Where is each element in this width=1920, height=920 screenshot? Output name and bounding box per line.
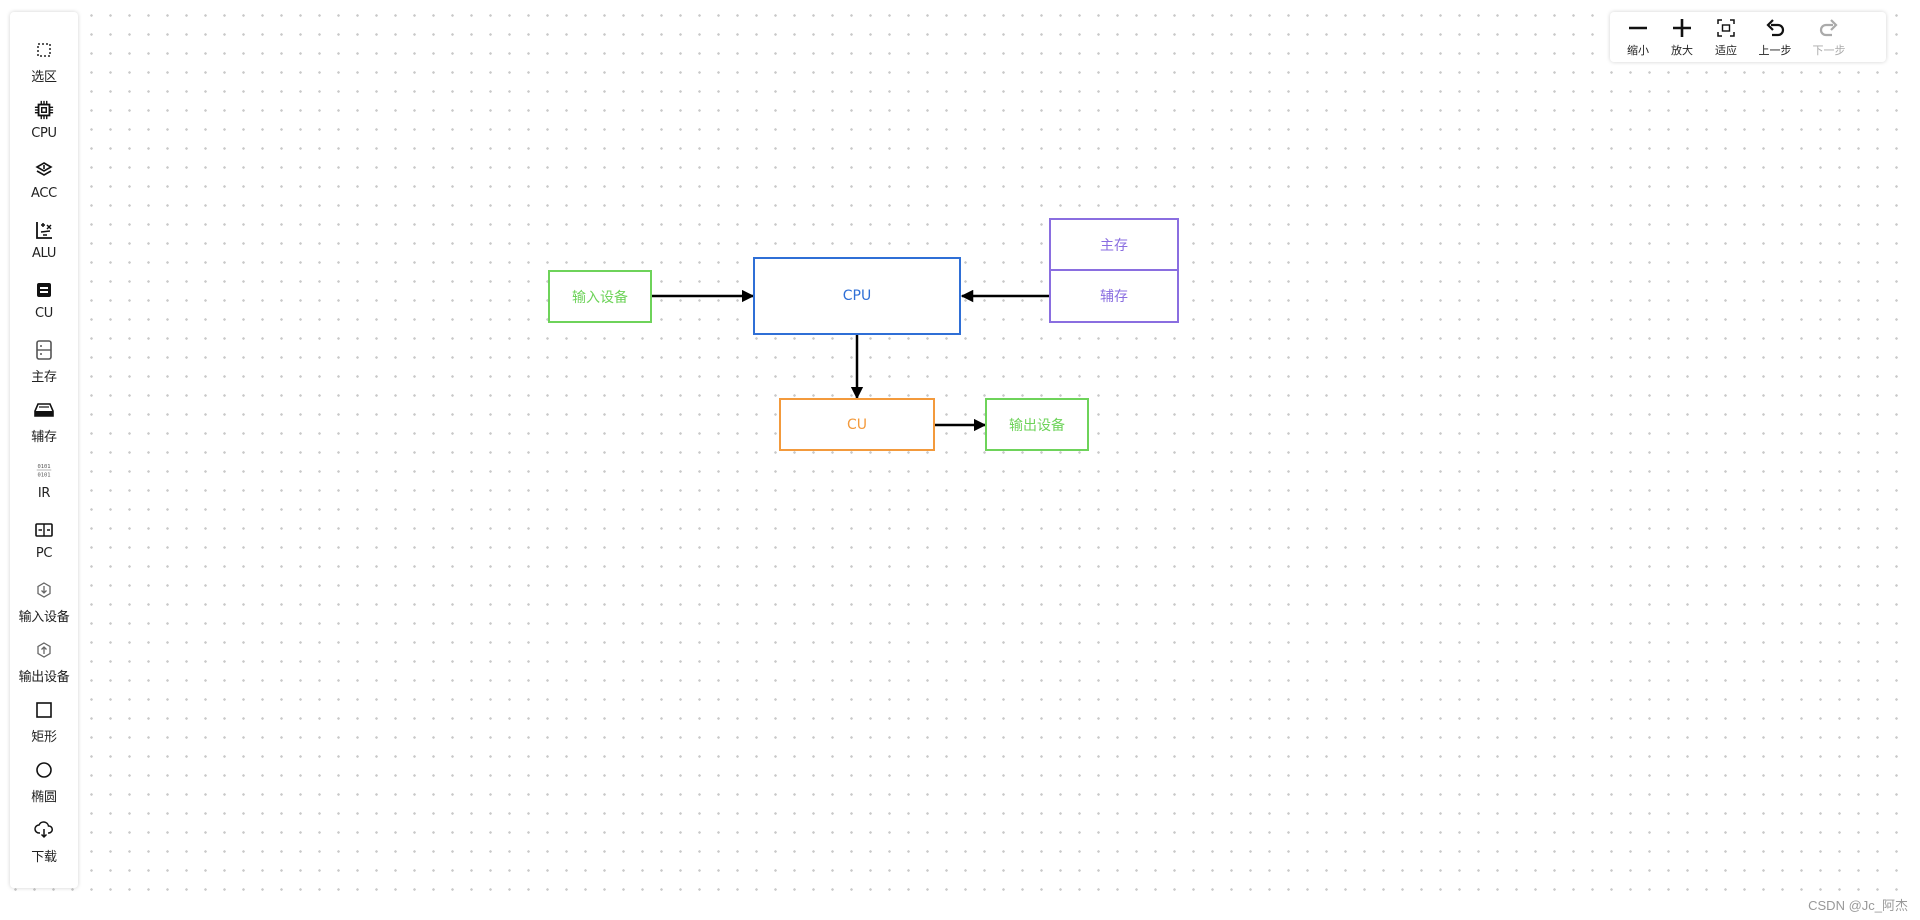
watermark-text: CSDN @Jc_阿杰 [1808,898,1908,913]
palette-label: ACC [31,186,57,201]
toolbar-label: 适应 [1715,44,1737,57]
zoom-out-icon [1626,16,1650,40]
palette-item-aux-storage[interactable]: 辅存 [10,396,78,452]
redo-icon [1817,16,1841,40]
fit-view-icon [1714,16,1738,40]
node-input-device[interactable]: 输入设备 [548,270,652,323]
diagram-canvas[interactable] [0,0,1900,895]
svg-text:0101: 0101 [37,464,50,470]
palette-item-cu[interactable]: CU [10,276,78,332]
ellipse-icon [34,760,54,780]
output-device-icon [34,640,54,660]
palette-item-pc[interactable]: PC [10,516,78,572]
node-main-memory[interactable]: 主存 [1049,218,1179,271]
palette-item-alu[interactable]: ALU [10,216,78,272]
palette-item-acc[interactable]: ACC [10,156,78,212]
palette-item-output-device[interactable]: 输出设备 [10,636,78,692]
palette-label: 椭圆 [31,790,57,805]
node-label: 输出设备 [1009,417,1065,434]
program-counter-icon [34,520,54,540]
control-unit-icon [34,280,54,300]
palette-label: 下载 [31,850,57,865]
toolbar-label: 下一步 [1812,44,1846,57]
main-memory-icon [34,340,54,360]
node-label: CU [846,416,868,433]
palette-label: PC [35,546,53,561]
accumulator-icon [34,160,54,180]
palette-label: CU [35,306,53,321]
palette-item-main-memory[interactable]: 主存 [10,336,78,392]
node-aux-storage[interactable]: 辅存 [1049,269,1179,323]
canvas-toolbar: 缩小 放大 适应 上一步 下一步 [1610,12,1886,62]
node-label: 主存 [1100,237,1128,254]
svg-text:0101: 0101 [37,472,50,478]
toolbar-label: 放大 [1671,44,1693,57]
rectangle-icon [34,700,54,720]
undo-icon [1763,16,1787,40]
node-label: 辅存 [1100,289,1128,305]
fit-view-button[interactable]: 适应 [1706,16,1746,60]
redo-button[interactable]: 下一步 [1806,16,1852,60]
node-output-device[interactable]: 输出设备 [985,398,1089,451]
palette-item-selection[interactable]: 选区 [10,36,78,92]
palette-label: 主存 [31,370,57,385]
selection-icon [34,40,54,60]
node-cpu[interactable]: CPU [753,257,961,335]
palette-label: IR [37,486,51,501]
node-cu[interactable]: CU [779,398,935,451]
palette-item-rectangle[interactable]: 矩形 [10,696,78,752]
toolbar-label: 缩小 [1627,44,1649,57]
palette-label: 矩形 [31,730,57,745]
palette-label: 辅存 [31,430,57,445]
palette-label: 输入设备 [18,610,70,625]
undo-button[interactable]: 上一步 [1752,16,1798,60]
node-label: CPU [842,288,872,304]
palette-item-cpu[interactable]: CPU [10,96,78,152]
palette-item-ir[interactable]: 0101 0101 IR [10,456,78,512]
palette-label: ALU [31,246,57,261]
alu-icon [34,220,54,240]
component-palette: 选区 CPU ACC ALU CU 主存 辅存 [10,12,78,888]
palette-label: 输出设备 [18,670,70,685]
toolbar-label: 上一步 [1758,44,1792,57]
zoom-in-button[interactable]: 放大 [1662,16,1702,60]
palette-item-input-device[interactable]: 输入设备 [10,576,78,632]
palette-item-download[interactable]: 下载 [10,816,78,872]
palette-label: CPU [31,126,57,141]
palette-label: 选区 [31,70,57,85]
palette-item-ellipse[interactable]: 椭圆 [10,756,78,812]
node-label: 输入设备 [572,289,628,306]
download-cloud-icon [34,820,54,840]
input-device-icon [34,580,54,600]
binary-register-icon: 0101 0101 [34,460,54,480]
zoom-out-button[interactable]: 缩小 [1618,16,1658,60]
storage-disk-icon [34,400,54,420]
zoom-in-icon [1670,16,1694,40]
cpu-chip-icon [34,100,54,120]
